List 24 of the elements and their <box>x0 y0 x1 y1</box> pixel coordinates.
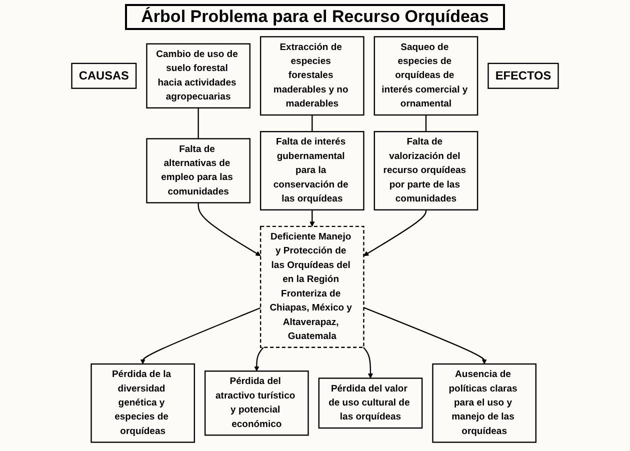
node-box: CAUSAS <box>71 62 137 89</box>
node-box: Deficiente Manejo y Protección de las Orquídeas del en la Región Fronteriza de Chiapas, México y Altaverapaz, Guatemala <box>260 226 364 348</box>
node-box: Falta de interés gubernamental para la conservación de las orquídeas <box>260 131 364 210</box>
connector <box>312 115 313 132</box>
arrow <box>140 307 261 364</box>
title: Árbol Problema para el Recurso Orquídeas <box>125 4 505 30</box>
connector <box>425 115 427 132</box>
node-box: Pérdida de la diversidad genética y especies de orquídeas <box>90 363 195 443</box>
arrow <box>363 210 427 256</box>
node-box: EFECTOS <box>488 62 559 89</box>
arrow <box>198 202 261 256</box>
node-box: Extracción de especies forestales maderables y no maderables <box>260 36 364 116</box>
node-box: Ausencia de políticas claras para el uso y manejo de las orquídeas <box>432 363 536 443</box>
arrow <box>254 347 264 372</box>
arrow <box>364 306 487 364</box>
node-box: Falta de alternativas de empleo para las comunidades <box>146 138 250 204</box>
node-box: Falta de valorización del recurso orquídeas por parte de las comunidades <box>374 131 478 210</box>
connector <box>198 108 199 139</box>
node-box: Cambio de uso de suelo forestal hacia actividades agropecuarias <box>146 43 250 108</box>
node-box: Pérdida del atractivo turístico y potencial económico <box>204 370 309 436</box>
node-box: Saqueo de especies de orquídeas de interés comercial y ornamental <box>374 36 478 116</box>
node-box: Pérdida del valor de uso cultural de las orquídeas <box>318 378 423 429</box>
arrow <box>310 210 315 227</box>
arrow <box>363 347 374 378</box>
